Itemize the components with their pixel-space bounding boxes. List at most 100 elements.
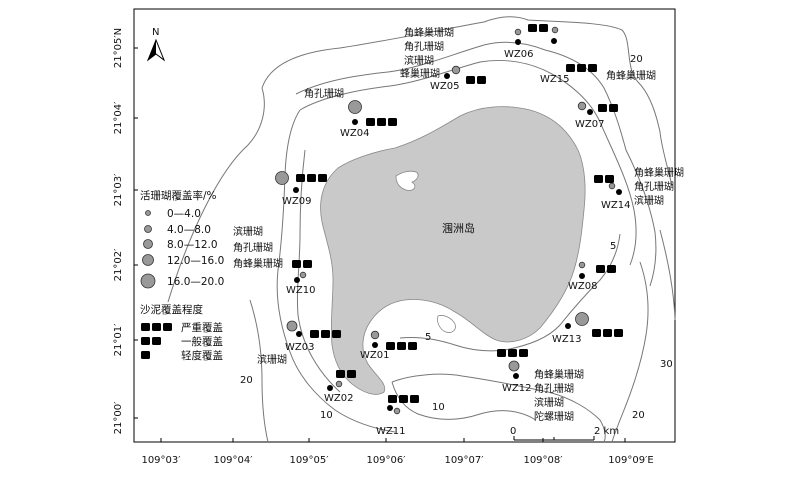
- site-point: [444, 73, 450, 79]
- lon-label: 109°06′: [366, 455, 406, 466]
- silt-block: [321, 330, 330, 338]
- coral-note-line: 角孔珊瑚: [404, 41, 444, 53]
- silt-block: [141, 323, 150, 331]
- coral-cover-marker: [286, 320, 298, 332]
- depth-contours: [167, 16, 676, 443]
- island-shape: [320, 106, 586, 395]
- contour-east-30: [659, 229, 676, 321]
- island-bay: [437, 315, 456, 333]
- site-label: WZ13: [552, 334, 581, 345]
- legend-silt-medium: [141, 337, 161, 345]
- lon-label: 109°04′: [213, 455, 253, 466]
- site-label: WZ07: [575, 119, 604, 130]
- silt-marker: [296, 174, 327, 182]
- coral-cover-marker: [575, 312, 589, 326]
- coral-note-line: 角蜂巢珊瑚: [534, 368, 584, 381]
- silt-marker: [388, 395, 419, 403]
- site-point: [513, 373, 519, 379]
- longitude-axis: 109°03′ 109°04′ 109°05′ 109°06′ 109°07′ …: [141, 438, 654, 466]
- site-wz06[interactable]: WZ06: [504, 24, 548, 60]
- silt-block: [152, 337, 161, 345]
- silt-block: [307, 174, 316, 182]
- legend: 活珊瑚覆盖率/% 0—4.0 4.0—8.0 8.0—12.0 12.0—16.…: [140, 189, 224, 362]
- lon-label: 109°03′: [141, 455, 181, 466]
- site-wz03[interactable]: WZ03: [285, 320, 341, 353]
- silt-marker: [497, 349, 528, 357]
- silt-block: [141, 337, 150, 345]
- coral-cover-marker: [514, 28, 522, 36]
- lat-label: 21°05′N: [113, 28, 124, 68]
- contour-label: 20: [632, 410, 645, 421]
- silt-block: [614, 329, 623, 337]
- coral-note-west: 滨珊瑚 角孔珊瑚 角蜂巢珊瑚: [233, 225, 283, 270]
- site-point: [352, 119, 358, 125]
- silt-block: [347, 370, 356, 378]
- site-label: WZ06: [504, 49, 533, 60]
- site-wz13[interactable]: WZ13: [552, 312, 623, 346]
- north-letter: N: [152, 27, 159, 38]
- silt-block: [598, 104, 607, 112]
- silt-block: [332, 330, 341, 338]
- scale-zero: 0: [510, 426, 516, 437]
- silt-block: [577, 64, 586, 72]
- silt-block: [152, 323, 161, 331]
- coral-note-line: 角蜂巢珊瑚: [634, 166, 684, 179]
- silt-marker: [366, 118, 397, 126]
- site-wz07[interactable]: WZ07: [575, 101, 618, 130]
- coral-cover-marker: [508, 360, 520, 372]
- site-point: [565, 323, 571, 329]
- lon-label: 109°08′: [523, 455, 563, 466]
- site-label: WZ01: [360, 350, 389, 361]
- silt-block: [609, 104, 618, 112]
- lat-label: 21°02′: [113, 248, 124, 281]
- coral-note-line: 角孔珊瑚: [233, 242, 273, 254]
- site-wz05[interactable]: WZ05: [430, 65, 486, 92]
- legend-coral-class: 16.0—20.0: [167, 276, 224, 288]
- lon-label: 109°07′: [444, 455, 484, 466]
- coral-note-line: 蜂巢珊瑚: [400, 67, 440, 80]
- lon-label: 109°05′: [289, 455, 329, 466]
- silt-marker: [466, 76, 486, 84]
- coral-note-line: 滨珊瑚: [257, 353, 287, 366]
- silt-block: [386, 342, 395, 350]
- site-wz10[interactable]: WZ10: [286, 260, 315, 296]
- legend-coral-title: 活珊瑚覆盖率/%: [140, 189, 217, 202]
- site-wz01[interactable]: WZ01: [360, 330, 417, 361]
- coral-cover-marker: [393, 407, 401, 415]
- coral-note-line: 角孔珊瑚: [634, 181, 674, 193]
- coral-cover-marker: [451, 65, 461, 75]
- legend-silt-light: [141, 351, 150, 359]
- site-wz02[interactable]: WZ02: [324, 370, 356, 404]
- silt-marker: [336, 370, 356, 378]
- silt-marker: [292, 260, 312, 268]
- site-wz14[interactable]: WZ14: [594, 175, 630, 211]
- scale-end: 2 km: [594, 426, 619, 437]
- site-point: [327, 385, 333, 391]
- legend-dot-2: [143, 239, 153, 249]
- coral-note-north: 角蜂巢珊瑚 角孔珊瑚 滨珊瑚 蜂巢珊瑚: [400, 26, 454, 80]
- coral-note-line: 滨珊瑚: [404, 54, 434, 67]
- legend-silt-title: 沙泥覆盖程度: [140, 303, 203, 316]
- site-wz11[interactable]: WZ11: [376, 395, 419, 437]
- legend-coral-class: 0—4.0: [167, 208, 201, 220]
- silt-block: [539, 24, 548, 32]
- site-point: [387, 405, 393, 411]
- site-wz04[interactable]: WZ04: [340, 100, 397, 140]
- coral-cover-marker: [299, 271, 307, 279]
- silt-block: [596, 265, 605, 273]
- site-wz08[interactable]: WZ08: [568, 261, 616, 292]
- legend-coral-class: 8.0—12.0: [167, 239, 218, 251]
- site-wz09[interactable]: WZ09: [275, 171, 328, 208]
- legend-dot-3: [142, 254, 154, 266]
- coral-note-line: 滨珊瑚: [634, 194, 664, 207]
- silt-marker: [592, 329, 623, 337]
- contour-label: 10: [320, 410, 333, 421]
- silt-block: [408, 342, 417, 350]
- legend-dot-0: [145, 210, 151, 216]
- site-wz12[interactable]: WZ12: [497, 349, 531, 394]
- contour-10: [299, 60, 637, 266]
- legend-silt-class: 轻度覆盖: [181, 349, 223, 362]
- coral-cover-marker: [551, 26, 559, 34]
- site-wz15[interactable]: WZ15: [540, 26, 597, 85]
